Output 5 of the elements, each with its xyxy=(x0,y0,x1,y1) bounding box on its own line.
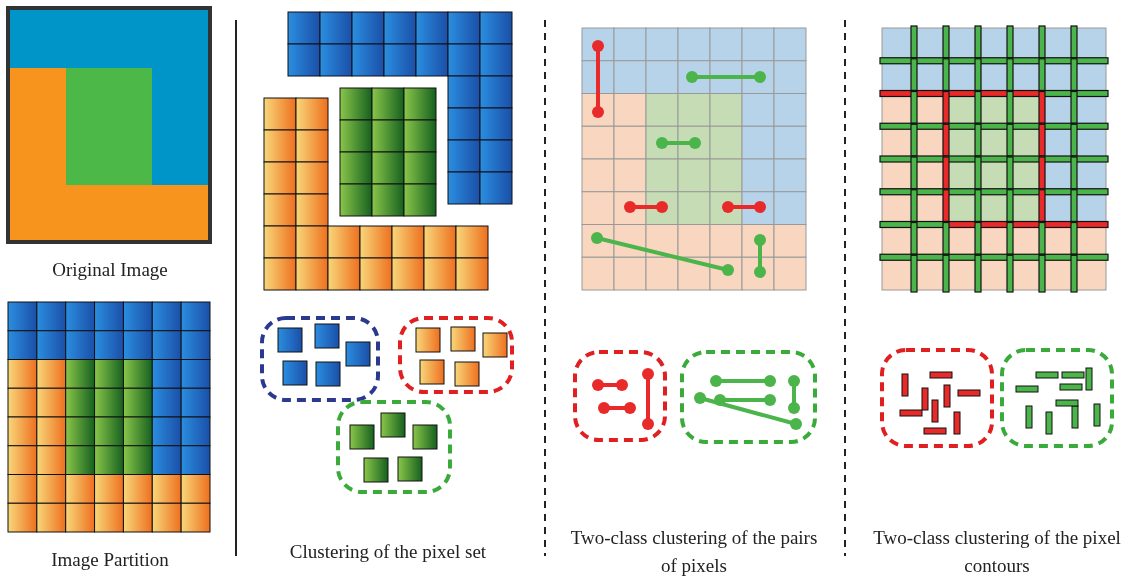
caption: Image Partition xyxy=(50,548,170,572)
caption: Original Image xyxy=(51,258,169,282)
caption: Two-class clustering of the pixel contours xyxy=(872,526,1122,578)
caption: Two-class clustering of the pairs of pixels xyxy=(569,526,819,578)
caption: Clustering of the pixel set xyxy=(288,540,488,564)
